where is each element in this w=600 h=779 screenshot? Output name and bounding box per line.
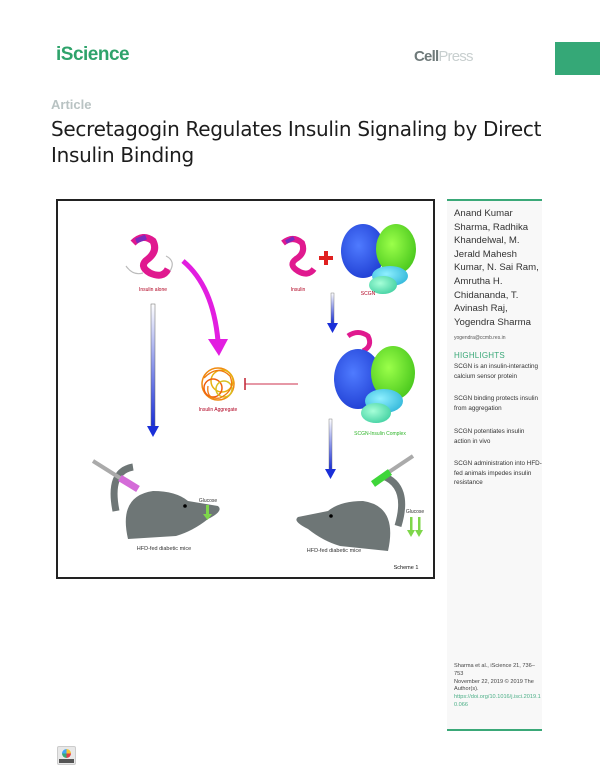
label-aggregate: Insulin Aggregate	[199, 407, 238, 413]
label-mouse-right: HFD-fed diabetic mice	[307, 548, 361, 554]
scheme-label: Scheme 1	[394, 565, 419, 571]
mouse-right-icon	[296, 472, 406, 551]
check-for-updates-icon[interactable]	[57, 746, 76, 765]
plus-icon	[319, 251, 333, 265]
label-complex: SCGN-Insulin Complex	[354, 431, 406, 437]
label-mouse-left: HFD-fed diabetic mice	[137, 546, 191, 552]
badge-dot	[62, 749, 71, 758]
citation-line1: Sharma et al., iScience 21, 736–753	[454, 663, 535, 677]
publisher-cell: Cell	[414, 48, 439, 65]
article-title: Secretagogin Regulates Insulin Signaling…	[51, 117, 542, 167]
article-type: Article	[51, 97, 92, 112]
publisher-logo: CellPress	[414, 48, 473, 65]
citation: Sharma et al., iScience 21, 736–753 Nove…	[454, 663, 542, 710]
insulin-structure-icon	[125, 234, 173, 279]
scgn-insulin-complex-icon	[334, 330, 415, 423]
publisher-press: Press	[438, 48, 473, 65]
label-glucose-right: Glucose	[406, 509, 425, 515]
syringe-left-icon	[91, 459, 140, 492]
sidebar: Anand Kumar Sharma, Radhika Khandelwal, …	[447, 199, 542, 731]
journal-logo: iScience	[56, 44, 130, 65]
highlights-title: HIGHLIGHTS	[454, 351, 505, 360]
label-glucose-left: Glucose	[199, 498, 218, 504]
graphical-abstract: Insulin alone Insulin Aggregate Insulin	[56, 199, 435, 579]
badge-bar	[59, 759, 74, 763]
highlight-item: SCGN binding protects insulin from aggre…	[454, 395, 538, 412]
scgn-structure-icon	[341, 224, 416, 294]
mouse-left-icon	[110, 463, 220, 539]
corresponding-email[interactable]: yogendra@ccmb.res.in	[454, 335, 506, 341]
label-insulin-alone: Insulin alone	[139, 287, 167, 293]
label-scgn: SCGN	[361, 291, 376, 297]
syringe-right-icon	[370, 454, 415, 487]
insulin-aggregate-icon	[201, 367, 235, 401]
highlight-item: SCGN administration into HFD-fed animals…	[454, 460, 542, 486]
doi-link[interactable]: https://doi.org/10.1016/j.isci.2019.10.0…	[454, 694, 541, 708]
highlight-item: SCGN potentiates insulin action in vivo	[454, 428, 525, 445]
citation-line2: November 22, 2019 © 2019 The Author(s).	[454, 678, 534, 693]
label-insulin: Insulin	[291, 287, 306, 293]
highlight-item: SCGN is an insulin-interacting calcium s…	[454, 363, 538, 380]
author-list: Anand Kumar Sharma, Radhika Khandelwal, …	[454, 208, 539, 328]
insulin-icon	[281, 236, 317, 277]
accent-tab	[555, 42, 600, 75]
